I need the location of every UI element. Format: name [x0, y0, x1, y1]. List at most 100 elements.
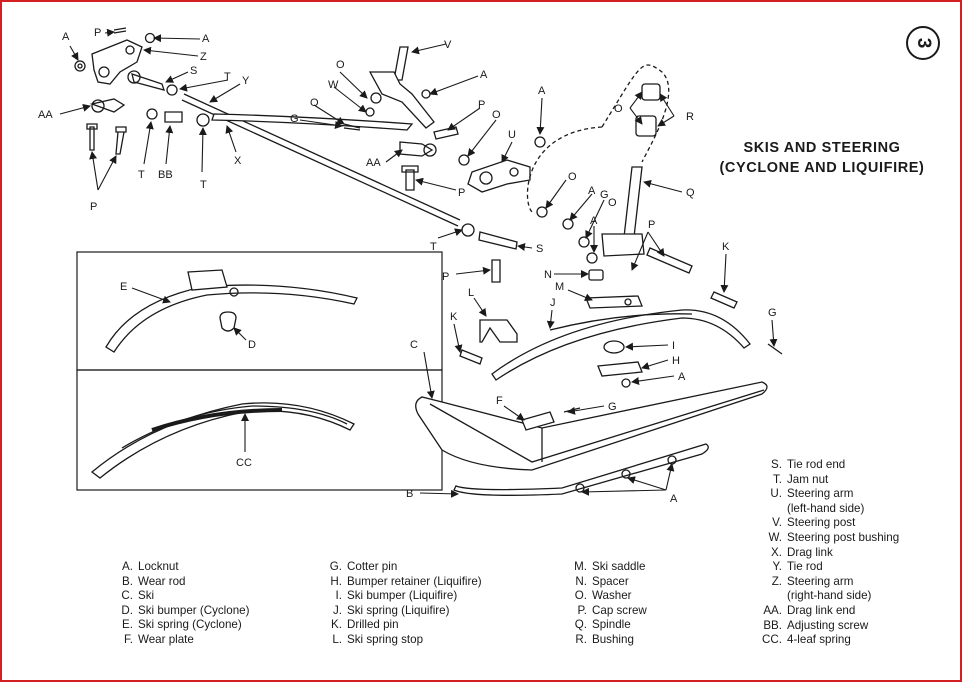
callout-A-mid4: A: [590, 215, 598, 227]
legend-column-2: G.Cotter pin H.Bumper retainer (Liquifir…: [322, 560, 482, 648]
legend-desc: Tie rod end: [787, 458, 846, 471]
callout-G-ski: G: [608, 401, 617, 413]
callout-W: W: [328, 79, 339, 91]
callout-E: E: [120, 281, 127, 293]
liquifire-ski-spring: [491, 309, 751, 381]
callout-R: R: [686, 111, 694, 123]
legend-desc: (left-hand side): [787, 501, 865, 515]
callout-Y: Y: [242, 75, 250, 87]
legend-item: Y.Tie rod: [756, 560, 899, 575]
callout-T-left: T: [138, 169, 145, 181]
legend-desc: Ski: [138, 589, 155, 603]
legend-item: J.Ski spring (Liquifire): [322, 604, 482, 619]
callout-V: V: [444, 39, 452, 51]
legend-key: G.: [329, 560, 342, 573]
locknut-part: [74, 60, 86, 72]
legend-item: V.Steering post: [756, 516, 899, 531]
legend-desc: Drilled pin: [347, 618, 399, 632]
legend-desc: Bushing: [592, 632, 634, 646]
callout-P-mid: P: [478, 99, 485, 111]
callout-C: C: [410, 339, 418, 351]
callout-P-top: P: [94, 27, 101, 39]
callout-G-2: G: [600, 189, 609, 201]
legend-desc: 4-leaf spring: [787, 633, 851, 647]
legend-item: Z.Steering arm: [756, 575, 899, 590]
legend-column-4: S.Tie rod end T.Jam nut U.Steering arm (…: [756, 458, 899, 648]
legend-desc: Cap screw: [592, 603, 647, 617]
callout-O-3: O: [492, 109, 501, 121]
callout-BB: BB: [158, 169, 173, 181]
callout-Z: Z: [200, 51, 207, 63]
callout-U: U: [508, 129, 516, 141]
callout-O-6: O: [614, 103, 623, 115]
title-line-1: SKIS AND STEERING: [743, 140, 901, 156]
legend-key: T.: [772, 472, 782, 486]
callout-G-right: G: [768, 307, 777, 319]
legend-key: O.: [574, 589, 587, 603]
legend-key: L.: [332, 632, 342, 646]
legend-item: F. Wear plate: [115, 633, 249, 648]
callout-P-mid2: P: [458, 187, 465, 199]
legend-item: E.Ski spring (Cyclone): [115, 618, 249, 633]
legend-item: S. Tie rod end: [756, 458, 899, 473]
legend-key: BB.: [763, 618, 782, 632]
legend-item: G.Cotter pin: [322, 560, 482, 575]
legend-key: M.: [574, 560, 587, 573]
callout-CC: CC: [236, 457, 252, 469]
four-leaf-spring-inset: [76, 369, 443, 491]
legend-item: L. Ski spring stop: [322, 633, 482, 648]
legend-key: A.: [122, 560, 133, 573]
callout-H: H: [672, 355, 680, 367]
legend-key: V.: [772, 516, 782, 530]
legend-desc: Steering post bushing: [787, 530, 900, 544]
callout-D: D: [248, 339, 256, 351]
legend-desc: Jam nut: [787, 472, 829, 486]
callout-A-ski: A: [678, 371, 686, 383]
legend-desc: Wear plate: [138, 632, 194, 646]
legend-item: A.Locknut: [115, 560, 249, 575]
callout-O-1: O: [336, 59, 345, 71]
legend-item: BB.Adjusting screw: [756, 619, 899, 634]
legend-desc: (right-hand side): [787, 589, 872, 603]
legend-item: X.Drag link: [756, 546, 899, 561]
legend-key: B.: [122, 574, 133, 588]
legend-key: E.: [122, 618, 133, 632]
callout-P-low: P: [442, 271, 449, 283]
callout-I: I: [672, 340, 675, 352]
callout-A-wearrod: A: [670, 493, 678, 505]
spindle: [623, 166, 643, 238]
callout-S-top: S: [190, 65, 197, 77]
callout-A-mid3: A: [588, 185, 596, 197]
legend-key: S.: [771, 458, 782, 471]
title-line-2: (CYCLONE AND LIQUIFIRE): [719, 160, 925, 176]
steering-arm-left: [467, 159, 531, 193]
legend-desc: Ski bumper (Liquifire): [347, 589, 458, 603]
callout-O-4: O: [568, 171, 577, 183]
callout-T-top: T: [224, 71, 231, 83]
legend-key: F.: [123, 632, 133, 646]
legend-item: (left-hand side): [756, 502, 899, 517]
steering-post: [393, 46, 409, 81]
legend-key: U.: [770, 487, 782, 501]
callout-K-right: K: [722, 241, 730, 253]
legend-desc: Washer: [592, 589, 632, 603]
callout-Q: Q: [686, 187, 695, 199]
legend-key: Q.: [574, 618, 587, 632]
steering-arm-right: [91, 39, 143, 85]
callout-F: F: [496, 395, 503, 407]
legend-key: P.: [577, 603, 587, 617]
callout-A-mid2: A: [538, 85, 546, 97]
legend-item: O. Washer: [565, 589, 647, 604]
legend-column-3: M.Ski saddle N.Spacer O.Washer P.Cap scr…: [565, 560, 647, 648]
ski: [415, 381, 768, 471]
legend-item: H.Bumper retainer (Liquifire): [322, 575, 481, 590]
legend-key: J.: [332, 603, 342, 617]
legend-desc: Ski spring stop: [347, 632, 424, 646]
legend-key: AA.: [763, 603, 782, 617]
callout-O-2: O: [310, 97, 319, 109]
legend-item: R.Bushing: [565, 633, 647, 648]
legend-desc: Ski bumper (Cyclone): [138, 603, 250, 617]
legend-key: N.: [575, 574, 587, 588]
callout-P-left: P: [90, 201, 97, 213]
